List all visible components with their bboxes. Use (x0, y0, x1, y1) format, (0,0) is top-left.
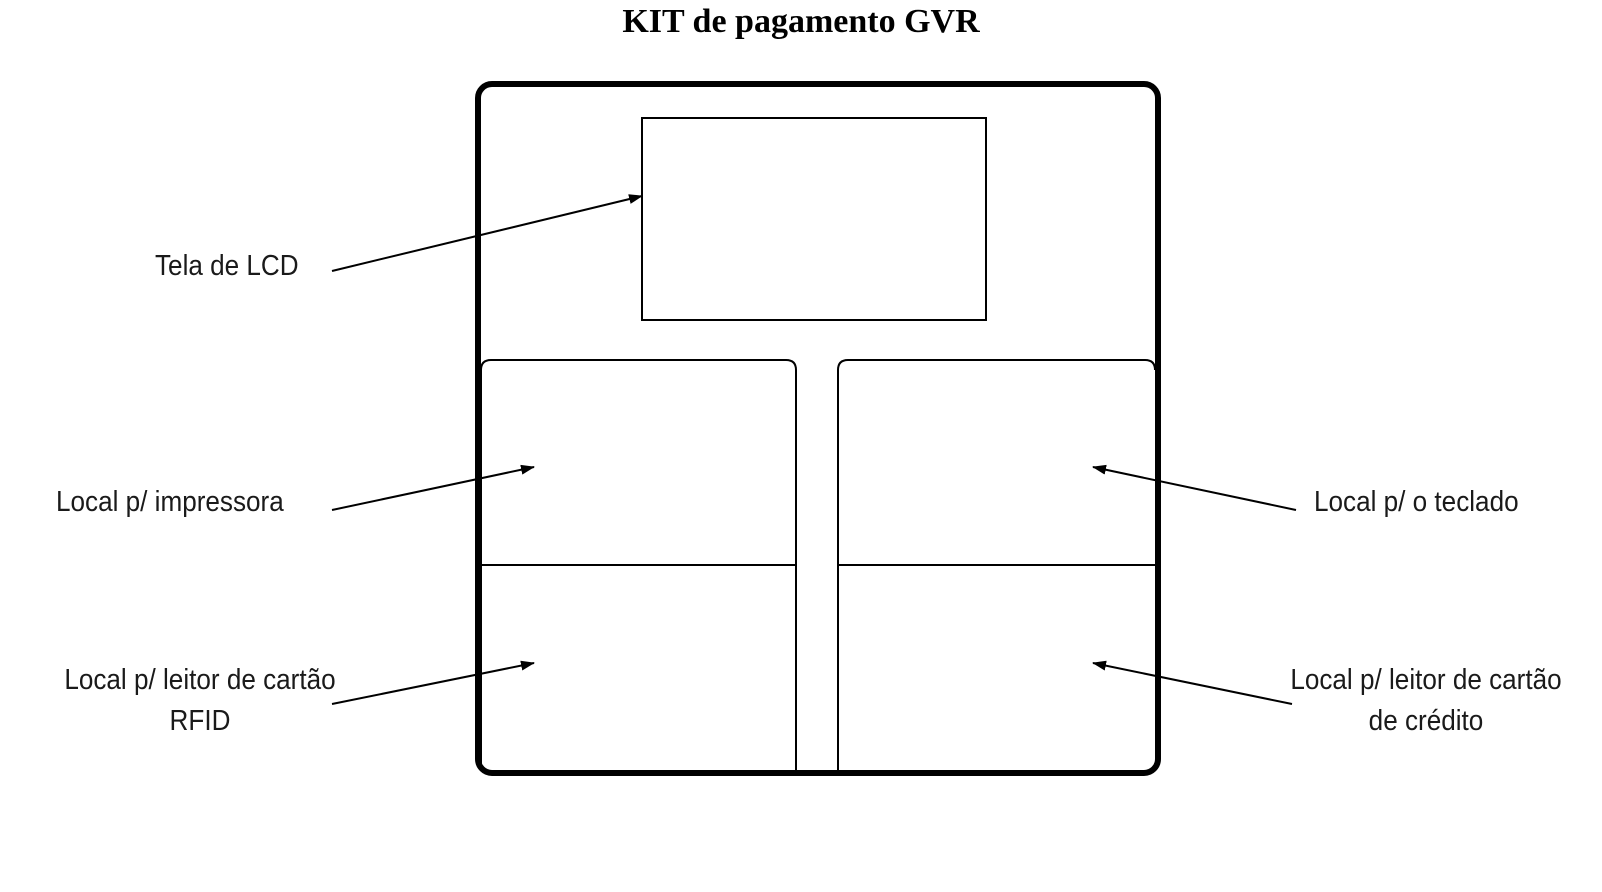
diagram-title: KIT de pagamento GVR (622, 3, 980, 40)
rfid-arrow (331, 660, 535, 705)
right-compartment (837, 359, 1156, 770)
rfid-label-line1: Local p/ leitor de cartão (64, 664, 336, 696)
printer-label-text: Local p/ impressora (56, 486, 284, 518)
rfid-label-line2: RFID (169, 705, 231, 737)
credit-card-label: Local p/ leitor de cartão de crédito (1273, 660, 1579, 742)
credit-card-arrow (1092, 660, 1293, 705)
printer-label: Local p/ impressora (56, 482, 284, 523)
lcd-label: Tela de LCD (155, 246, 299, 287)
credit-card-label-line1: Local p/ leitor de cartão (1290, 664, 1562, 696)
left-compartment (480, 359, 797, 770)
keyboard-label-text: Local p/ o teclado (1314, 486, 1519, 518)
credit-card-label-line2: de crédito (1368, 705, 1484, 737)
lcd-label-text: Tela de LCD (155, 250, 299, 282)
keyboard-label: Local p/ o teclado (1314, 482, 1519, 523)
keyboard-arrow (1092, 464, 1297, 511)
kit-outer-frame (475, 81, 1161, 776)
rfid-label: Local p/ leitor de cartão RFID (47, 660, 353, 742)
lcd-screen-area (641, 117, 987, 321)
printer-arrow (331, 464, 535, 511)
lcd-arrow (331, 194, 643, 272)
